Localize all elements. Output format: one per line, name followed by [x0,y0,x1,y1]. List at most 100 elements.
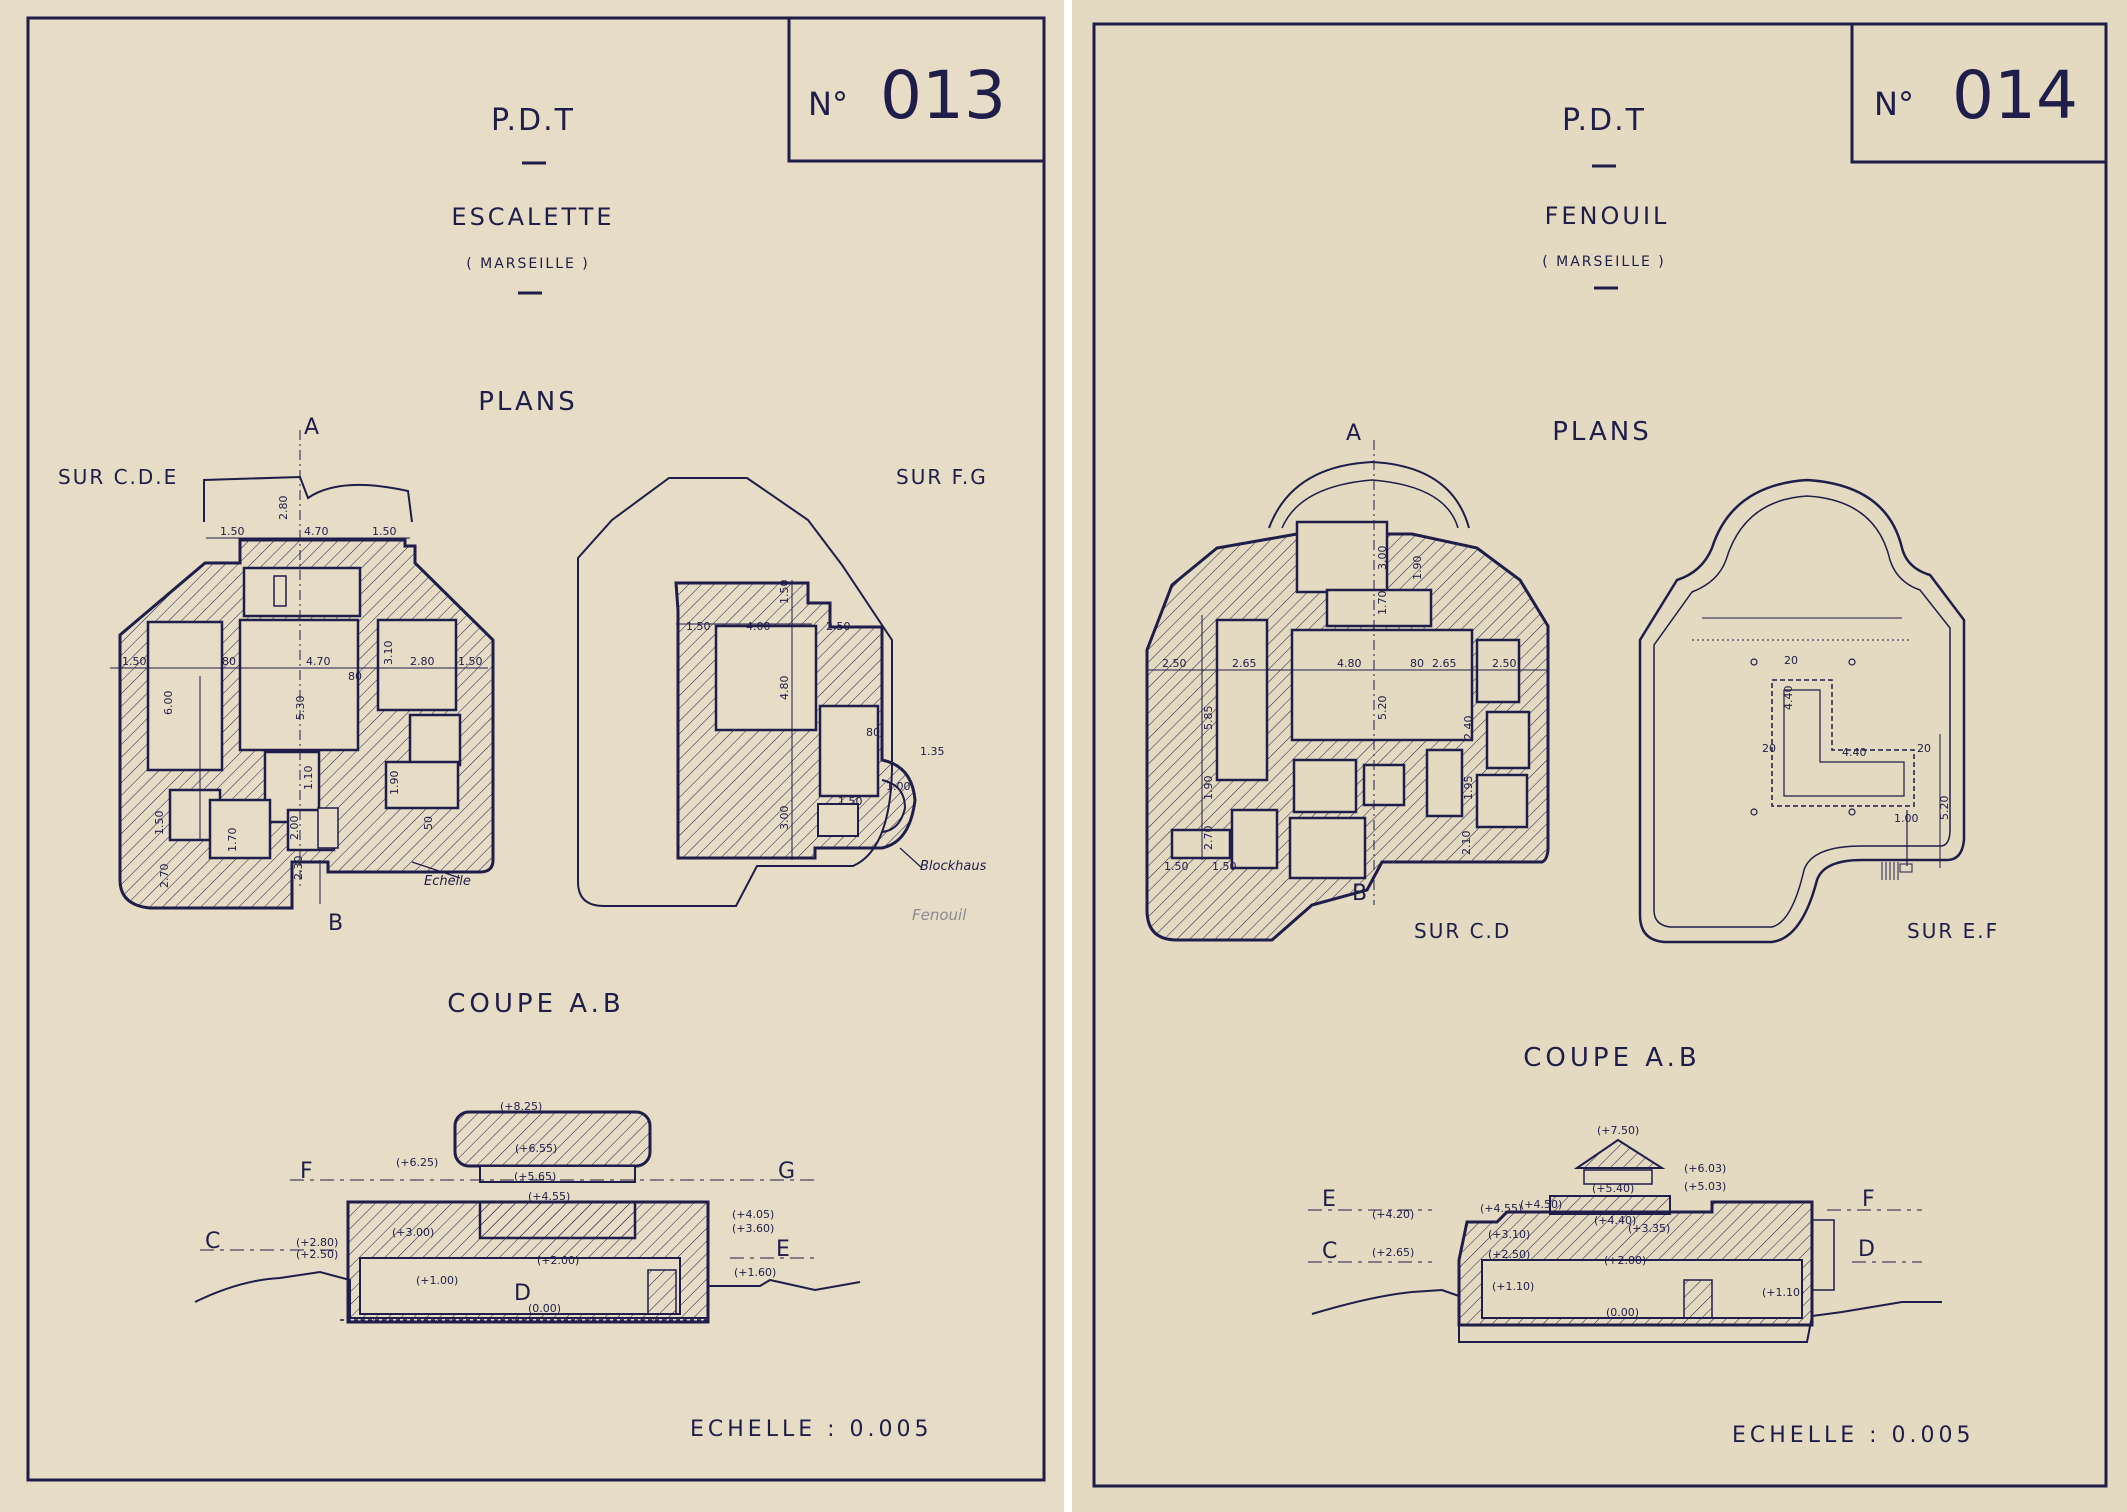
svg-text:2.40: 2.40 [1462,716,1475,741]
svg-text:4.40: 4.40 [1782,686,1795,711]
plans-heading: PLANS [1552,417,1652,447]
svg-text:20: 20 [1762,742,1776,755]
svg-text:(+1.10): (+1.10) [1762,1286,1804,1299]
svg-text:1.95: 1.95 [1462,776,1475,801]
sheet-013-drawing: N° 013 P.D.T ESCALETTE ( MARSEILLE ) PLA… [26,16,1046,1482]
svg-text:(+2.50): (+2.50) [1488,1248,1530,1261]
svg-text:1.35: 1.35 [920,745,945,758]
bunker-outline-right [577,477,893,907]
svg-text:(+4.05): (+4.05) [732,1208,774,1221]
svg-text:(+4.20): (+4.20) [1372,1208,1414,1221]
svg-text:5.30: 5.30 [294,696,307,721]
front-apron [1268,460,1470,529]
svg-text:2.70: 2.70 [158,864,171,889]
svg-text:1.50: 1.50 [220,525,245,538]
scale-label: ECHELLE : 0.005 [690,1417,933,1442]
svg-text:D: D [514,1281,531,1306]
sheet-014-drawing: N° 014 P.D.T FENOUIL ( MARSEILLE ) PLANS… [1092,22,2108,1488]
section-013: F G C E D (+8.25) (+6.55) (+6.25) (+5.65… [194,1100,861,1324]
plan-sheet-013: N° 013 P.D.T ESCALETTE ( MARSEILLE ) PLA… [0,0,1064,1512]
plan-left-013: A B 1.50 2.80 4.70 1.50 1.50 80 4.70 80 … [110,415,495,936]
apron-outline [203,475,413,523]
handwritten-pencil-note: Fenouil [912,906,967,924]
svg-text:1.50: 1.50 [153,811,166,836]
svg-text:20: 20 [1917,742,1931,755]
svg-text:4.40: 4.40 [1842,746,1867,759]
svg-text:(+4.50): (+4.50) [1520,1198,1562,1211]
svg-text:1.90: 1.90 [388,771,401,796]
right-plan-label: SUR F.G [896,465,988,489]
svg-text:1.00: 1.00 [886,780,911,793]
svg-text:2.80: 2.80 [277,496,290,521]
number-box [787,16,1046,163]
svg-text:(+2.50): (+2.50) [296,1248,338,1261]
svg-text:(+3.10): (+3.10) [1488,1228,1530,1241]
cut-label-b: B [1352,881,1367,906]
sheet-title: P.D.T [1562,103,1646,138]
svg-text:(+4.55): (+4.55) [528,1190,570,1203]
svg-text:1.70: 1.70 [226,828,239,853]
svg-text:3.00: 3.00 [1376,546,1389,571]
svg-text:(+4.40): (+4.40) [1594,1214,1636,1227]
svg-text:2.50: 2.50 [1492,657,1517,670]
svg-text:4.00: 4.00 [746,620,771,633]
svg-text:(+5.03): (+5.03) [1684,1180,1726,1193]
svg-text:(+1.10): (+1.10) [1492,1280,1534,1293]
svg-text:1.90: 1.90 [1411,556,1424,581]
svg-text:(+5.65): (+5.65) [514,1170,556,1183]
svg-text:(+1.60): (+1.60) [734,1266,776,1279]
svg-text:C: C [1322,1239,1337,1264]
right-plan-label: SUR E.F [1907,919,1999,943]
bunker-outline-right [1638,478,1966,944]
svg-text:(+3.60): (+3.60) [732,1222,774,1235]
svg-text:2.65: 2.65 [1432,657,1457,670]
number-prefix: N° [808,85,848,123]
svg-text:5.20: 5.20 [1938,796,1951,821]
svg-text:(+7.50): (+7.50) [1597,1124,1639,1137]
svg-text:E: E [1322,1187,1336,1212]
sheet-border [26,16,1046,1482]
plan-right-014: 20 4.40 4.40 20 20 5.20 1.00 SUR E.F [1638,478,1999,944]
plans-heading: PLANS [478,387,578,417]
sheet-separator [1064,0,1072,1512]
svg-text:C: C [205,1229,220,1254]
svg-text:1.50: 1.50 [778,580,791,605]
svg-text:G: G [778,1159,795,1184]
svg-text:2.50: 2.50 [826,620,851,633]
svg-text:(+5.40): (+5.40) [1592,1182,1634,1195]
svg-text:(+3.00): (+3.00) [392,1226,434,1239]
svg-text:20: 20 [1784,654,1798,667]
site-name: FENOUIL [1545,202,1670,230]
svg-text:D: D [1858,1237,1875,1262]
plan-sheet-014: N° 014 P.D.T FENOUIL ( MARSEILLE ) PLANS… [1072,0,2127,1512]
svg-text:80: 80 [866,726,880,739]
cut-label-b: B [328,911,343,936]
left-plan-label: SUR C.D [1414,919,1511,943]
sheet-title: P.D.T [491,103,575,138]
svg-text:(+6.55): (+6.55) [515,1142,557,1155]
svg-text:E: E [776,1237,790,1262]
svg-text:3.10: 3.10 [382,641,395,666]
svg-text:2.30: 2.30 [292,856,305,881]
left-plan-label: SUR C.D.E [58,465,178,489]
svg-text:(+8.25): (+8.25) [500,1100,542,1113]
plan-left-014: A B 2.50 2.65 4.80 80 2.65 2.50 3.00 1.9… [1145,421,1550,943]
svg-text:(+2.00): (+2.00) [537,1254,579,1267]
sheet-number: 014 [1952,57,2078,134]
svg-text:2.80: 2.80 [410,655,435,668]
svg-text:1.50: 1.50 [122,655,147,668]
svg-text:5.85: 5.85 [1202,706,1215,731]
city-name: ( MARSEILLE ) [1542,254,1666,270]
svg-text:4.80: 4.80 [778,676,791,701]
svg-text:3.00: 3.00 [778,806,791,831]
svg-text:2.00: 2.00 [288,816,301,841]
svg-text:1.50: 1.50 [838,795,863,808]
svg-text:(+1.00): (+1.00) [416,1274,458,1287]
sheet-number: 013 [880,57,1006,134]
svg-text:1.50: 1.50 [372,525,397,538]
svg-text:4.70: 4.70 [306,655,331,668]
svg-text:80: 80 [348,670,362,683]
svg-text:1.50: 1.50 [1212,860,1237,873]
svg-text:(+3.35): (+3.35) [1628,1222,1670,1235]
svg-text:5.20: 5.20 [1376,696,1389,721]
